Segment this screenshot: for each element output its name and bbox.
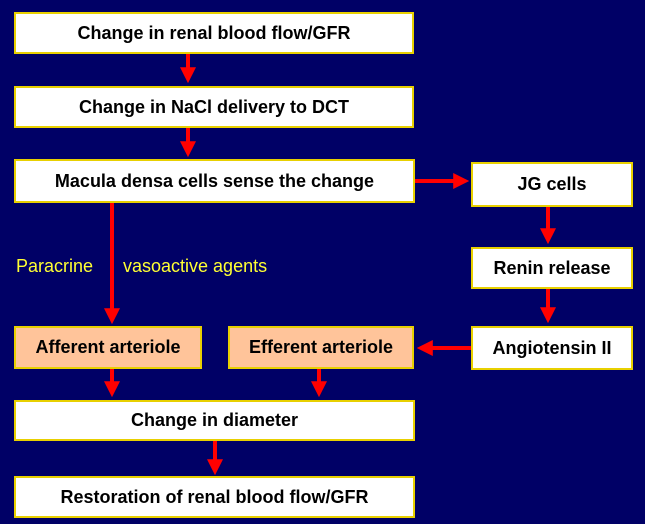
vasoactive-agents-label: vasoactive agents xyxy=(123,256,268,276)
node-jg-cells: JG cells xyxy=(471,162,633,207)
node-nacl-delivery: Change in NaCl delivery to DCT xyxy=(14,86,414,128)
node-macula-densa: Macula densa cells sense the change xyxy=(14,159,415,203)
node-diameter-change: Change in diameter xyxy=(14,400,415,441)
node-renal-flow-change: Change in renal blood flow/GFR xyxy=(14,12,414,54)
node-angiotensin: Angiotensin II xyxy=(471,326,633,370)
paracrine-label: Paracrine xyxy=(16,256,94,276)
node-efferent-arteriole: Efferent arteriole xyxy=(228,326,414,369)
node-afferent-arteriole: Afferent arteriole xyxy=(14,326,202,369)
node-renin-release: Renin release xyxy=(471,247,633,289)
node-restoration: Restoration of renal blood flow/GFR xyxy=(14,476,415,518)
